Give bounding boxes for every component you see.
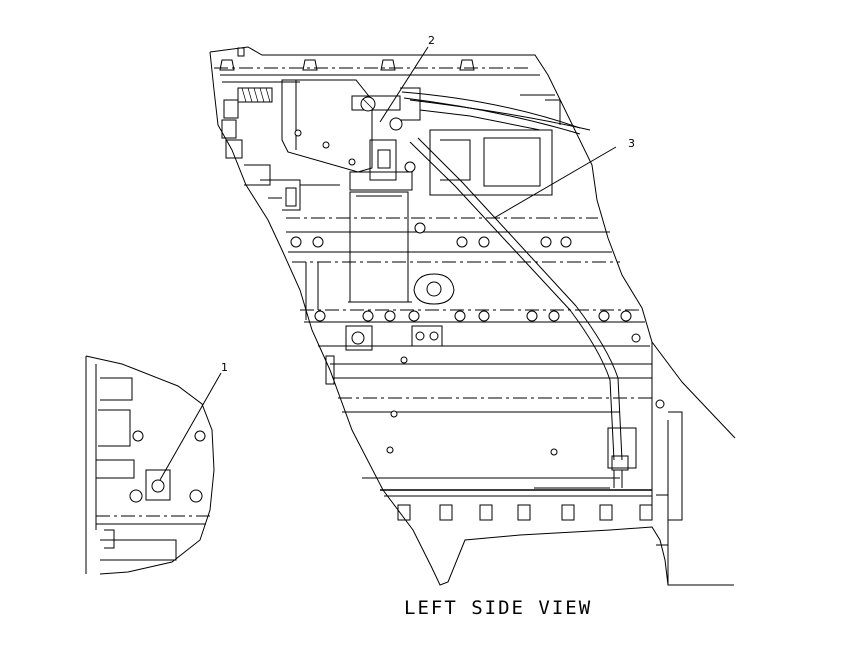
top-rail	[214, 47, 540, 83]
mounting-pad	[413, 273, 455, 305]
callout-2: 2	[428, 34, 435, 47]
view-title: LEFT SIDE VIEW	[404, 597, 593, 619]
upper-plates	[429, 94, 561, 196]
fuel-tube	[409, 137, 637, 488]
governor-spring	[221, 87, 273, 159]
callout-1: 1	[221, 361, 228, 374]
leader-lines	[159, 46, 617, 481]
bolt-row-lower	[314, 310, 665, 456]
block-rails	[286, 217, 652, 497]
fuel-lines-upper	[401, 91, 591, 135]
callout-3: 3	[628, 137, 635, 150]
left-fittings	[244, 164, 340, 211]
bolt-row-upper	[290, 222, 572, 248]
fuel-filter	[348, 191, 412, 303]
governor-housing	[281, 79, 421, 191]
bottom-ribs	[397, 411, 683, 546]
inset-detail-view	[85, 355, 215, 575]
engine-block-outline	[209, 46, 736, 586]
